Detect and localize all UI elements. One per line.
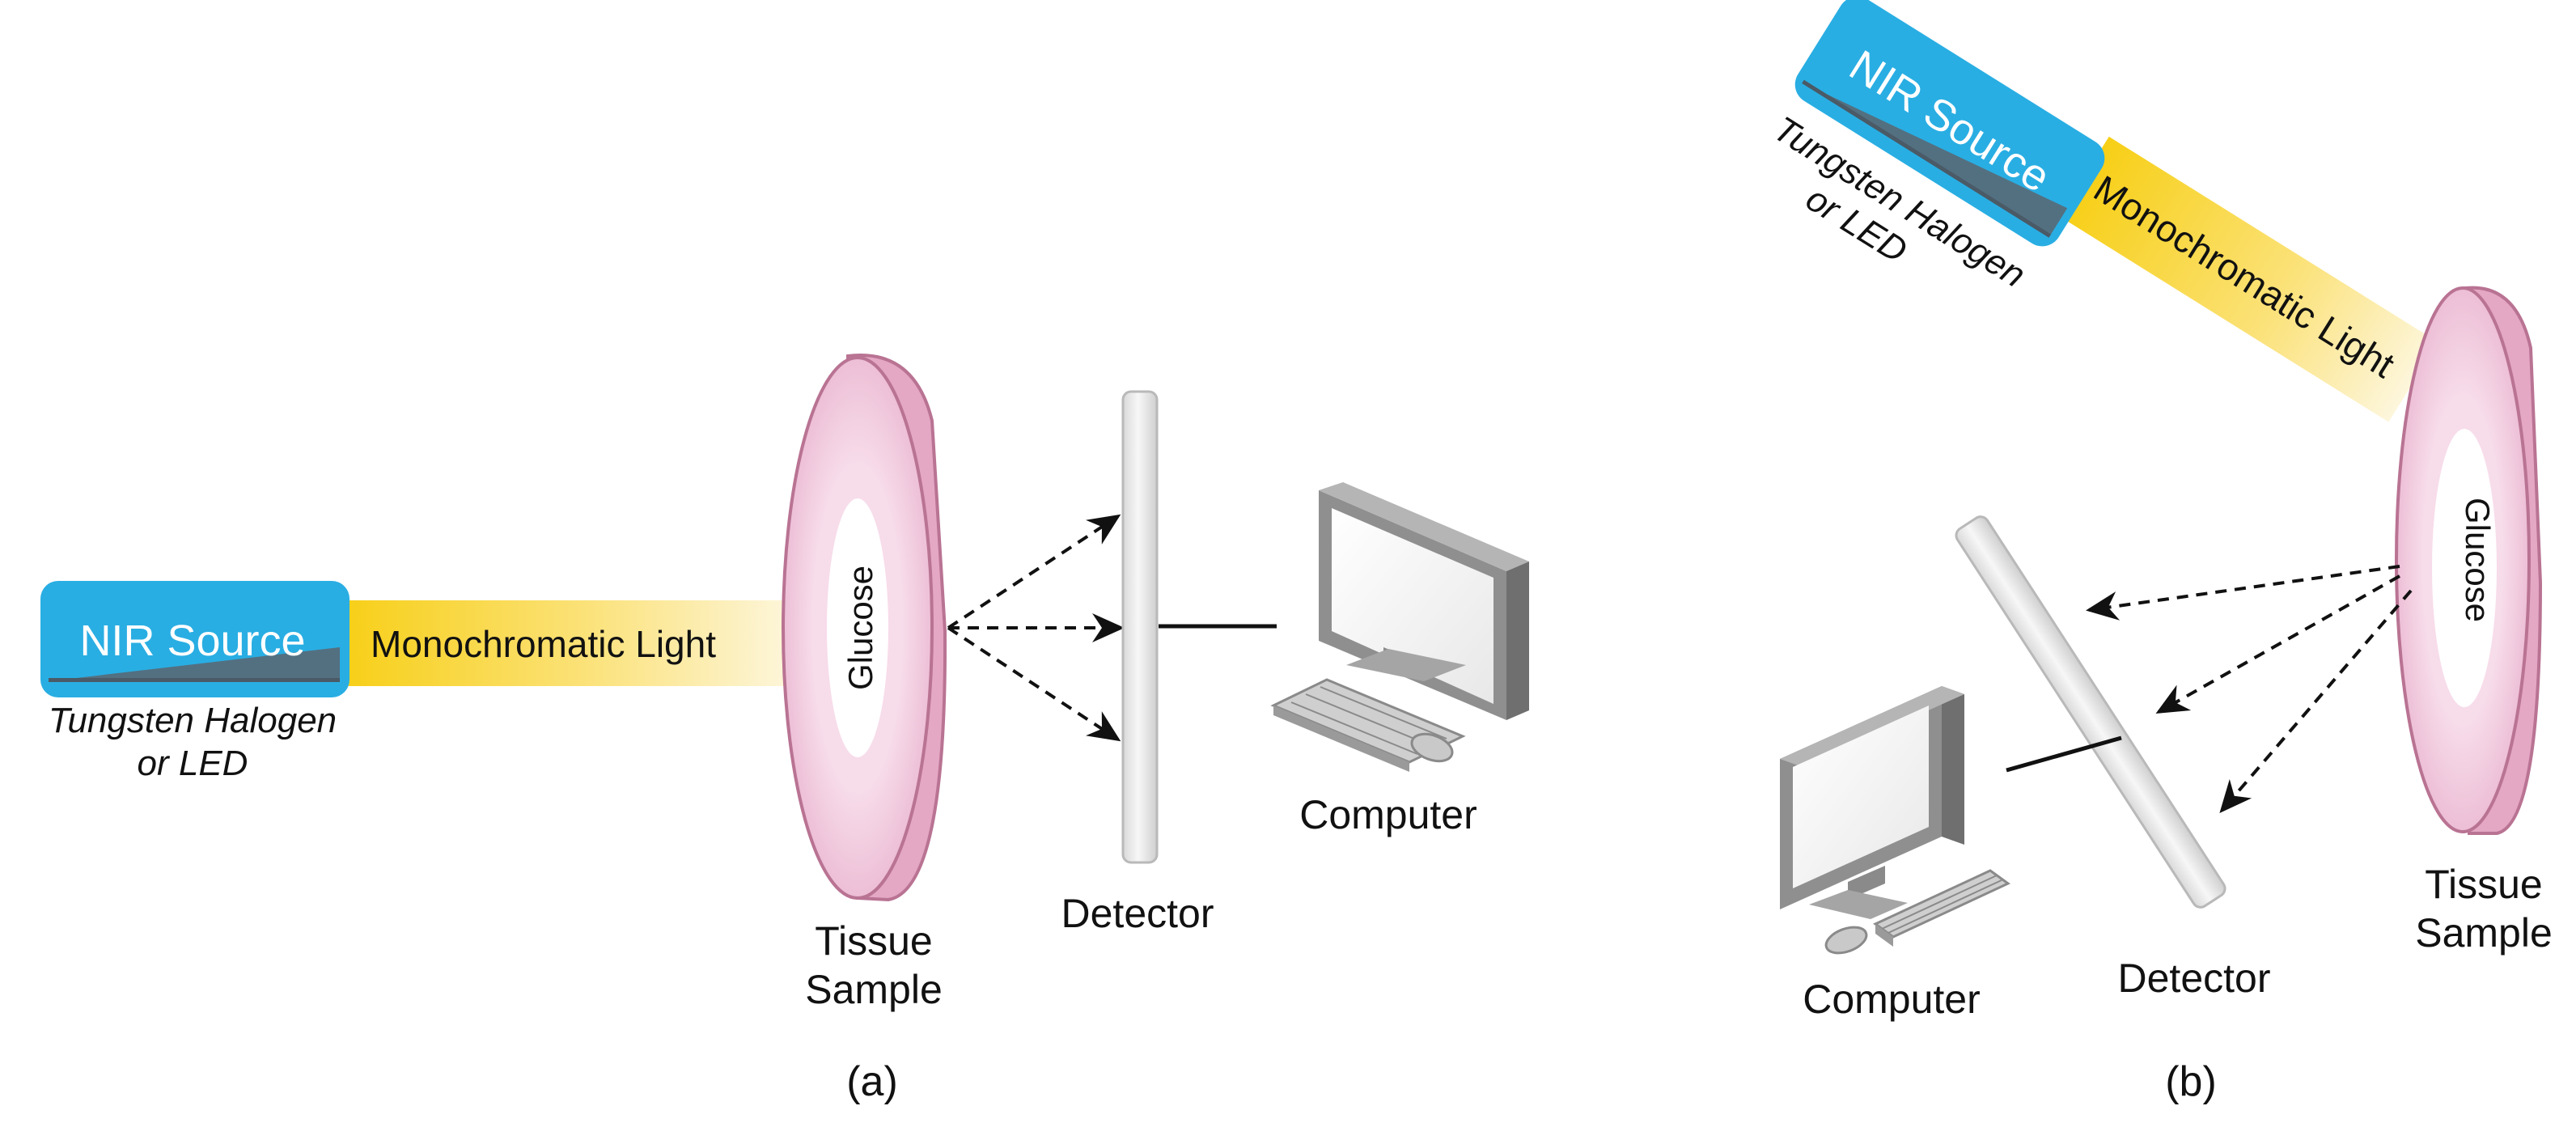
beam-b [2059,136,2438,422]
nir-source-box-a: NIR Source [40,581,350,697]
scatter-arrow-a-down [947,626,1121,742]
caption-b: (b) [2165,1058,2217,1105]
scatter-arrow-a-up [947,514,1121,629]
beam-a [340,600,793,686]
detector-b [1955,515,2226,909]
glucose-label-b: Glucose [2459,498,2497,622]
tissue-label-b-line2: Sample [2415,910,2553,956]
tissue-label-b-line1: Tissue [2425,862,2542,907]
panel-b: Monochromatic Light NIR Source Tungsten … [1767,0,2553,1105]
computer-label-b: Computer [1803,977,1981,1022]
nir-source-label-a: NIR Source [79,617,305,665]
tissue-label-a-line2: Sample [805,967,943,1012]
connection-line-b [2006,735,2122,773]
source-subtitle-a-line2: or LED [138,744,248,783]
source-subtitle-a-line1: Tungsten Halogen [49,701,337,740]
glucose-window-a [827,498,888,757]
scatter-arrow-b-low [2219,589,2413,814]
scatter-arrows-b [2086,565,2413,814]
computer-label-a: Computer [1299,792,1477,837]
glucose-label-a: Glucose [841,566,879,690]
scatter-arrow-b-top [2086,565,2400,621]
computer-icon-b [1780,686,2010,955]
panel-a: Monochromatic Light NIR Source Tungsten … [40,354,1529,1105]
detector-label-a: Detector [1061,891,1214,936]
tissue-sample-disc-a: Glucose [782,354,947,902]
scatter-arrow-b-mid [2155,574,2400,714]
beam-label-a: Monochromatic Light [371,623,716,665]
detector-label-b: Detector [2118,956,2271,1001]
detector-a [1121,390,1159,864]
tissue-sample-disc-b: Glucose [2395,286,2543,835]
caption-a: (a) [846,1058,898,1105]
glucose-window-b [2432,429,2497,707]
beam-label-b: Monochromatic Light [2087,167,2402,386]
computer-icon-a [1270,482,1529,772]
tissue-label-a-line1: Tissue [815,918,932,964]
scatter-arrows-a [947,514,1125,742]
